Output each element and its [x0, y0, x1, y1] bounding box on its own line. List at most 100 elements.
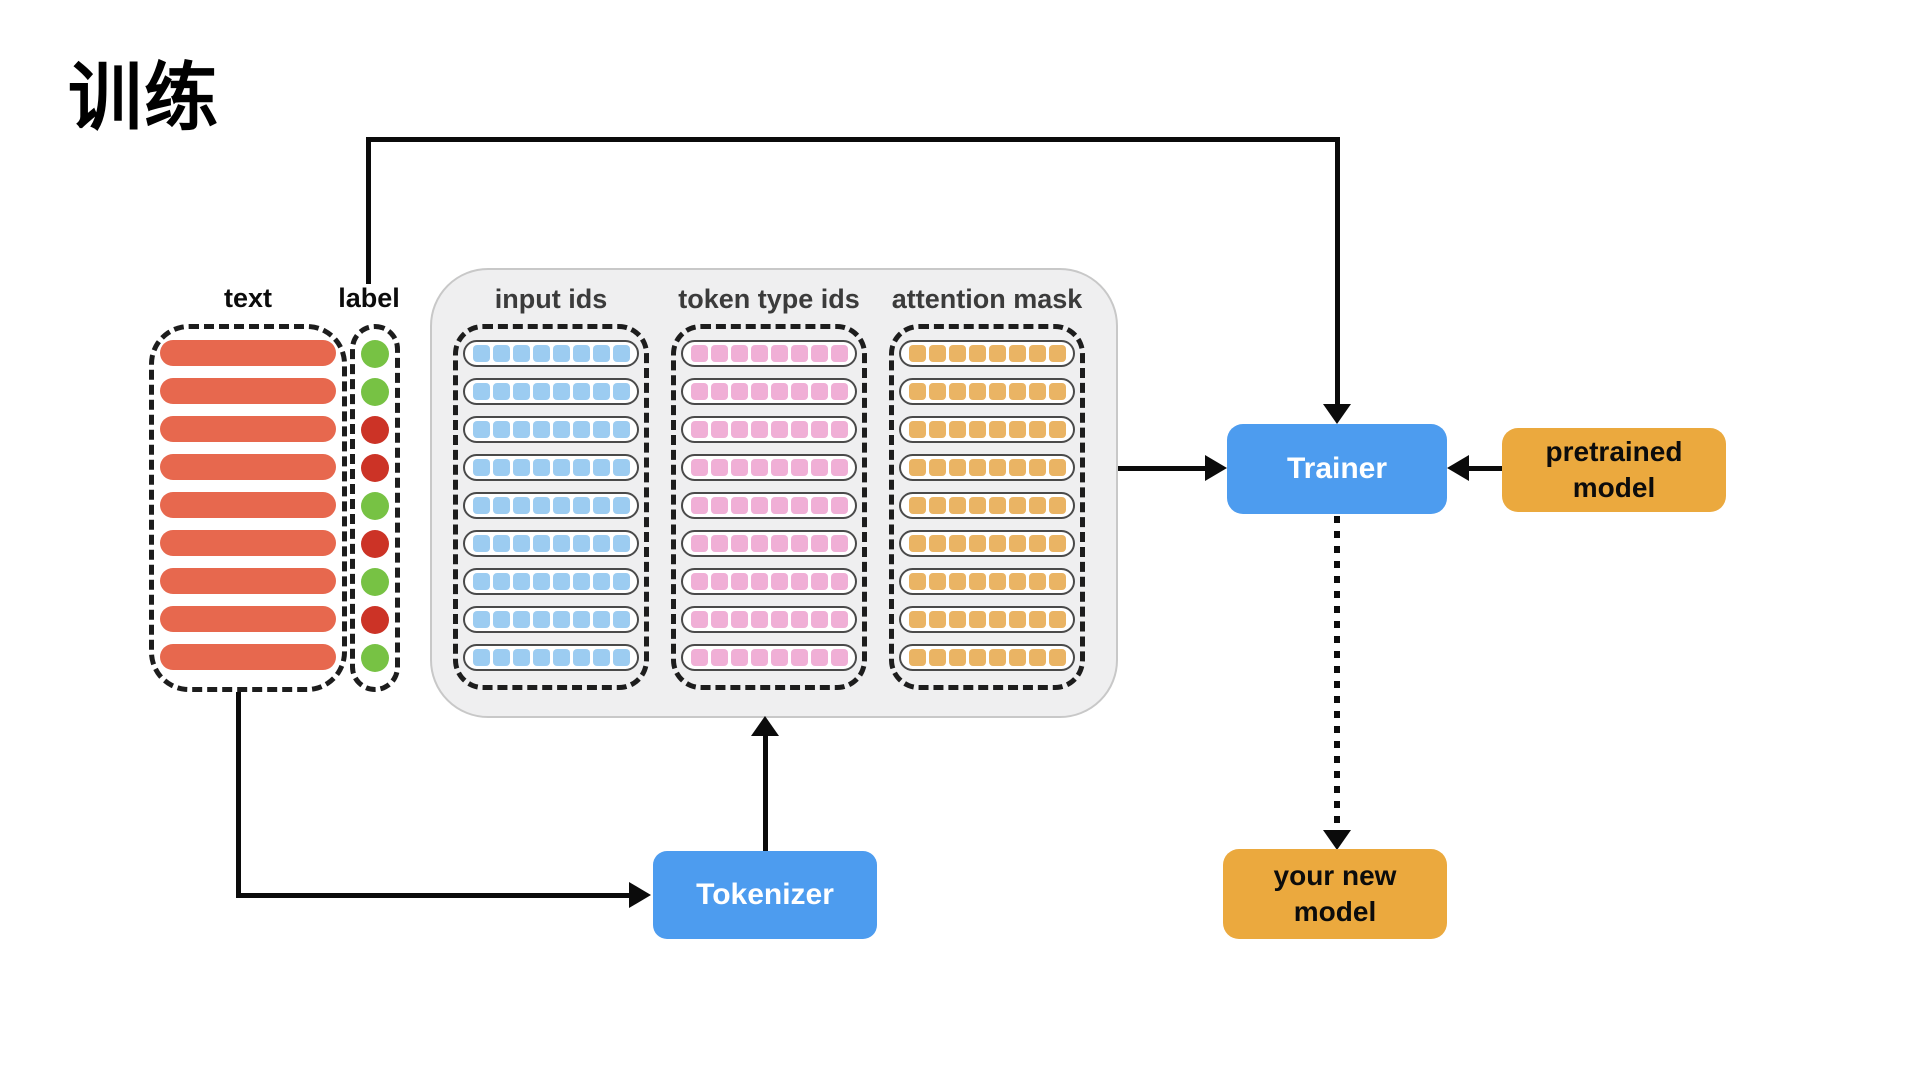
token-cell [810, 345, 828, 362]
token-row [899, 644, 1075, 671]
token-cell [690, 421, 708, 438]
token-cell [968, 383, 986, 400]
token-row [463, 606, 639, 633]
token-cell [830, 573, 848, 590]
token-cell [928, 383, 946, 400]
pretrained-model-node: pretrained model [1502, 428, 1726, 512]
token-cell [928, 345, 946, 362]
token-cell [830, 383, 848, 400]
text-row-bar [160, 530, 336, 556]
token-cell [1048, 459, 1066, 476]
label-column [350, 324, 400, 692]
token-cell [1028, 497, 1046, 514]
token-cell [532, 573, 550, 590]
token-cell [472, 611, 490, 628]
token-cell [592, 649, 610, 666]
connector-label-to-trainer-top [366, 137, 1340, 142]
token-cell [532, 497, 550, 514]
token-cell [810, 421, 828, 438]
token-cell [512, 345, 530, 362]
connector-trainer-down-segment [1335, 137, 1340, 407]
token-cell [1008, 573, 1026, 590]
token-row [681, 644, 857, 671]
token-row [463, 568, 639, 595]
token-cell [532, 345, 550, 362]
token-cell [532, 535, 550, 552]
label-dot-green [361, 378, 389, 406]
token-cell [572, 459, 590, 476]
token-cell [1028, 421, 1046, 438]
connector-batch-to-trainer [1118, 466, 1208, 471]
token-cell [552, 345, 570, 362]
text-row-bar [160, 644, 336, 670]
token-cell [472, 535, 490, 552]
token-row [681, 530, 857, 557]
connector-label-up-segment [366, 137, 371, 284]
token-cell [492, 459, 510, 476]
token-cell [592, 345, 610, 362]
input-ids-column: input ids [453, 284, 649, 690]
token-cell [710, 383, 728, 400]
token-cell [730, 421, 748, 438]
token-cell [908, 459, 926, 476]
token-cell [830, 421, 848, 438]
text-row-bar [160, 454, 336, 480]
label-dot-red [361, 530, 389, 558]
token-cell [968, 459, 986, 476]
token-cell [492, 535, 510, 552]
token-cell [908, 421, 926, 438]
token-cell [592, 535, 610, 552]
attention-mask-header: attention mask [891, 284, 1083, 314]
token-cell [492, 611, 510, 628]
token-cell [770, 345, 788, 362]
token-cell [988, 345, 1006, 362]
token-cell [948, 649, 966, 666]
token-cell [1048, 383, 1066, 400]
token-cell [770, 459, 788, 476]
token-cell [690, 535, 708, 552]
token-row [899, 492, 1075, 519]
token-cell [730, 345, 748, 362]
token-cell [770, 649, 788, 666]
token-row [899, 530, 1075, 557]
token-cell [790, 649, 808, 666]
token-cell [830, 459, 848, 476]
token-cell [612, 421, 630, 438]
token-row [463, 530, 639, 557]
token-row [899, 416, 1075, 443]
token-cell [790, 459, 808, 476]
token-cell [592, 459, 610, 476]
token-row [899, 568, 1075, 595]
token-cell [810, 573, 828, 590]
token-cell [492, 383, 510, 400]
token-cell [572, 383, 590, 400]
token-cell [512, 611, 530, 628]
token-cell [790, 573, 808, 590]
label-dot-red [361, 606, 389, 634]
your-new-model-node: your new model [1223, 849, 1447, 939]
token-cell [1008, 649, 1026, 666]
token-cell [512, 649, 530, 666]
token-cell [988, 383, 1006, 400]
token-cell [730, 497, 748, 514]
token-cell [830, 497, 848, 514]
token-row [681, 492, 857, 519]
connector-pretrained-to-trainer [1466, 466, 1502, 471]
token-cell [948, 345, 966, 362]
token-cell [1048, 573, 1066, 590]
token-cell [532, 421, 550, 438]
token-cell [968, 497, 986, 514]
token-cell [1028, 573, 1046, 590]
token-cell [512, 497, 530, 514]
token-cell [512, 421, 530, 438]
text-row-bar [160, 606, 336, 632]
token-cell [690, 459, 708, 476]
token-row [681, 454, 857, 481]
token-cell [810, 649, 828, 666]
token-cell [532, 649, 550, 666]
token-cell [1048, 497, 1066, 514]
token-cell [472, 345, 490, 362]
text-row-bar [160, 416, 336, 442]
token-cell [1008, 497, 1026, 514]
